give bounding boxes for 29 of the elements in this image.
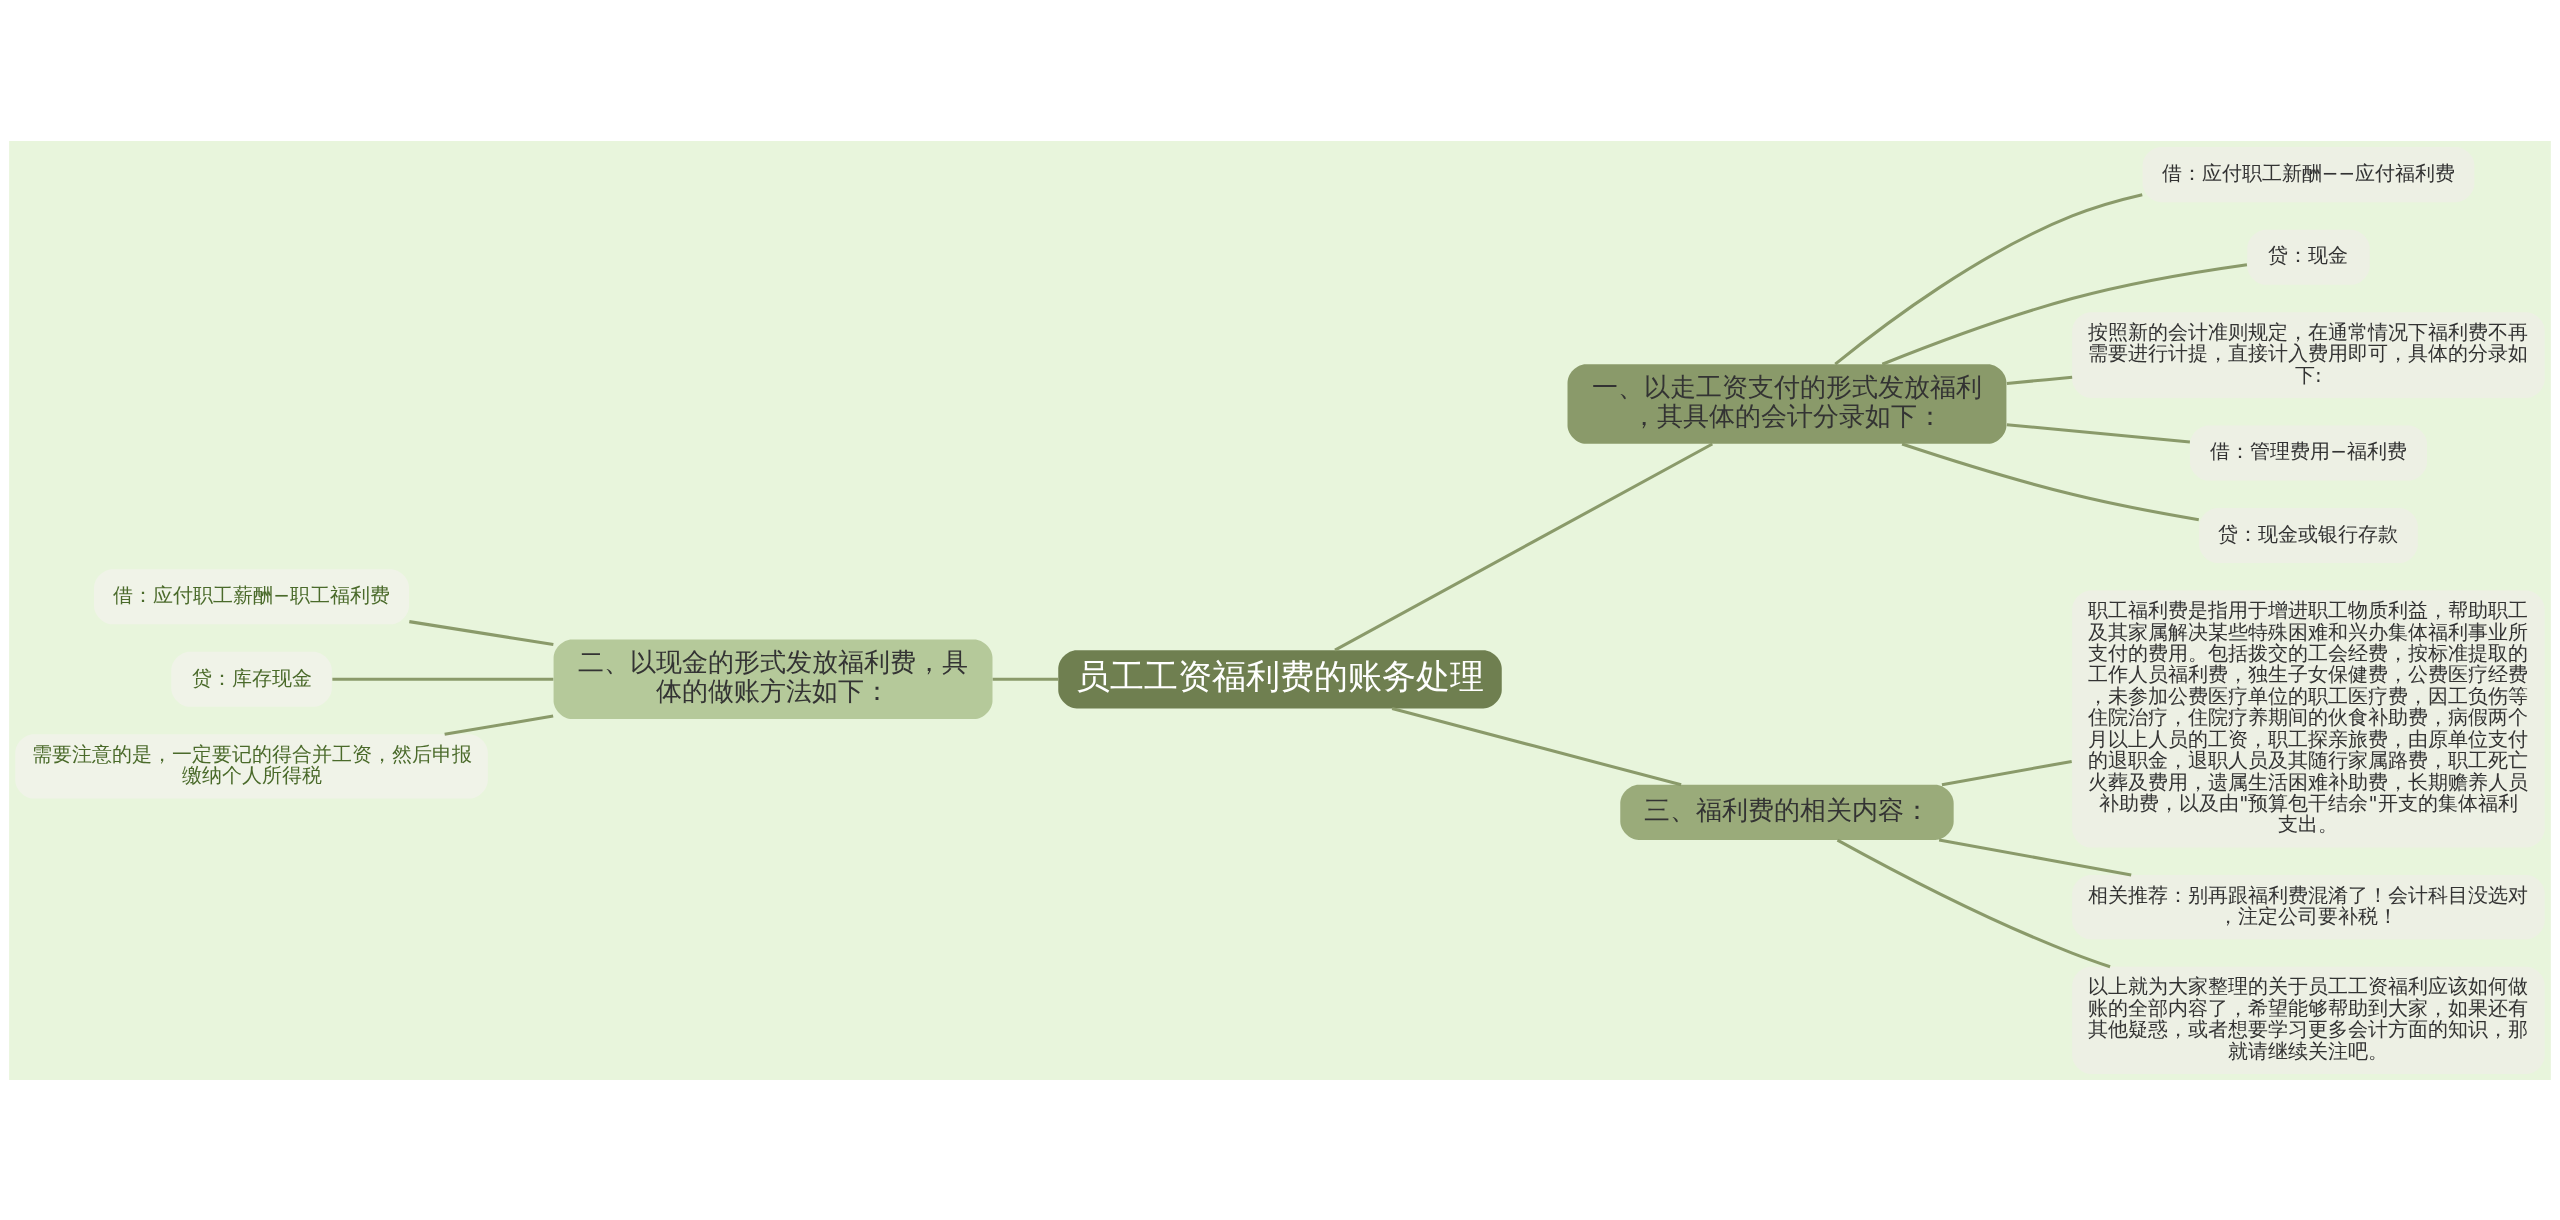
connector — [1881, 262, 2248, 366]
node-box: 贷：库存现金 — [171, 651, 332, 707]
connector — [1938, 837, 2132, 877]
node-box: 三、福利费的相关内容： — [1620, 784, 1954, 840]
connector — [1834, 192, 2143, 365]
node-box: 需要注意的是，一定要记的得合并工资，然后申报缴纳个人所得税 — [15, 733, 488, 799]
node-box: 借：管理费用−福利费 — [2189, 424, 2427, 480]
connector — [1391, 706, 1682, 786]
node-box: 二、以现金的形式发放福利费，具体的做账方法如下： — [553, 639, 993, 719]
node-box: 以上就为大家整理的关于员工工资福利应该如何做账的全部内容了，希望能够帮助到大家，如果还有其他疑惑，或者想要学习更多会计方面的知识，那就请继续关注吧。 — [2072, 966, 2545, 1074]
node-box: 贷：现金或银行存款 — [2199, 507, 2418, 563]
connector — [409, 619, 554, 646]
node-box: 职工福利费是指用于增进职工物质利益，帮助职工及其家属解决某些特殊困难和兴办集体福利事业所支付的费用。包括拨交的工会经费，按标准提取的工作人员福利费，独生子女保健费，公费医疗经费，未参加公费医疗单位的职工医疗费，因工负伤等住院治疗，住院疗养期间的伙食补助费，病假两个月以上人员的工资，职工探亲旅费，由原单位支付的退职金，退职人员及其随行家属路费，职工死亡火葬及费用，遗属生活困难补助费，长期赡养人员补助费，以及由"预算包干结余"开支的集体福利支出。 — [2072, 590, 2545, 848]
connector — [332, 677, 554, 681]
node-box: 员工工资福利费的账务处理 — [1058, 649, 1502, 708]
connector — [1334, 442, 1714, 651]
connector — [2006, 375, 2073, 385]
node-box: 按照新的会计准则规定，在通常情况下福利费不再需要进行计提，直接计入费用即可，具体的分录如下: — [2072, 311, 2545, 398]
node-box: 借：应付职工新酬−−应付福利费 — [2142, 146, 2475, 202]
connector — [1901, 442, 2200, 521]
connector — [1836, 838, 2111, 968]
connector — [992, 677, 1059, 681]
connector — [2006, 422, 2191, 443]
node-box: 相关推荐：别再跟福利费混淆了！会计科目没选对，注定公司要补税！ — [2072, 874, 2545, 939]
node-box: 一、以走工资支付的形式发放福利，其具体的会计分录如下： — [1567, 363, 2007, 444]
connector — [444, 714, 554, 736]
connector — [1941, 759, 2072, 786]
node-box: 借：应付职工薪酬−职工福利费 — [94, 568, 410, 624]
node-box: 贷：现金 — [2247, 229, 2370, 285]
